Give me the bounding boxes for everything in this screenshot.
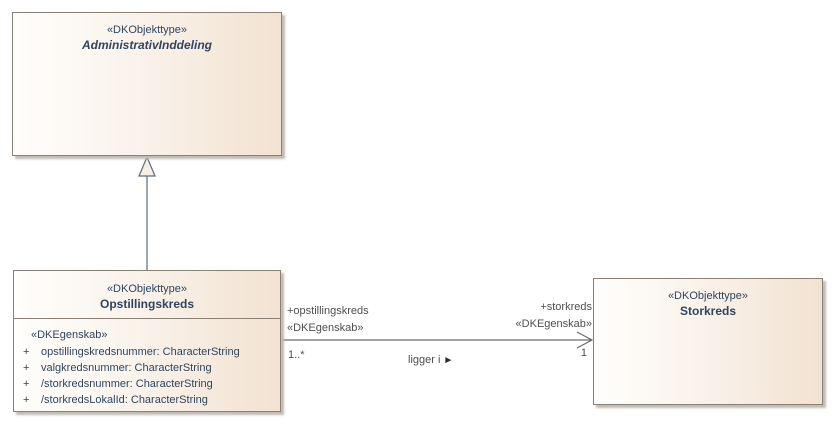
class-name: AdministrativInddeling: [81, 38, 212, 52]
class-name: Opstillingskreds: [99, 297, 195, 311]
visibility-marker: +: [23, 346, 30, 358]
generalization-triangle-icon: [138, 155, 156, 177]
attribute-signature: /storkredsLokalId: CharacterString: [41, 394, 208, 406]
association-name-text: ligger i: [408, 354, 441, 366]
visibility-marker: +: [23, 362, 30, 374]
attribute-signature: opstillingskredsnummer: CharacterString: [41, 346, 240, 358]
association-target-stereotype-label[interactable]: «DKEgenskab»: [515, 318, 592, 330]
open-arrowhead-icon: [576, 331, 594, 349]
attribute-row: + opstillingskredsnummer: CharacterStrin…: [14, 344, 280, 360]
attributes-stereotype: «DKEgenskab»: [31, 329, 108, 341]
attribute-row: + /storkredsLokalId: CharacterString: [14, 392, 280, 408]
visibility-marker: +: [23, 378, 30, 390]
attribute-signature: valgkredsnummer: CharacterString: [41, 362, 212, 374]
class-storkreds[interactable]: «DKObjekttype» Storkreds: [593, 278, 823, 405]
association-name-label[interactable]: ligger i►: [408, 353, 453, 368]
association-target-multiplicity-label[interactable]: 1: [580, 347, 587, 359]
class-stereotype: «DKObjekttype»: [106, 283, 188, 295]
direction-arrow-icon: ►: [443, 355, 454, 366]
association-source-multiplicity-label[interactable]: 1..*: [288, 349, 305, 361]
association-source-stereotype-label[interactable]: «DKEgenskab»: [287, 322, 364, 334]
visibility-marker: +: [23, 394, 30, 406]
class-header: «DKObjekttype» Opstillingskreds: [14, 271, 280, 319]
class-stereotype: «DKObjekttype»: [106, 24, 188, 36]
attributes-compartment: «DKEgenskab» + opstillingskredsnummer: C…: [14, 319, 280, 408]
association-target-role-label[interactable]: +storkreds: [540, 301, 592, 313]
class-header: «DKObjekttype» Storkreds: [594, 279, 822, 318]
class-opstillingskreds[interactable]: «DKObjekttype» Opstillingskreds «DKEgens…: [13, 270, 281, 412]
class-administrativinddeling[interactable]: «DKObjekttype» AdministrativInddeling: [12, 12, 282, 156]
generalization-connector[interactable]: [138, 155, 156, 270]
association-source-role-label[interactable]: +opstillingskreds: [287, 305, 369, 317]
attribute-row: + valgkredsnummer: CharacterString: [14, 360, 280, 376]
class-header: «DKObjekttype» AdministrativInddeling: [13, 13, 281, 52]
class-name: Storkreds: [679, 304, 737, 318]
association-connector[interactable]: [282, 331, 594, 349]
class-stereotype: «DKObjekttype»: [667, 290, 749, 302]
attribute-signature: /storkredsnummer: CharacterString: [41, 378, 213, 390]
attribute-row: + /storkredsnummer: CharacterString: [14, 376, 280, 392]
